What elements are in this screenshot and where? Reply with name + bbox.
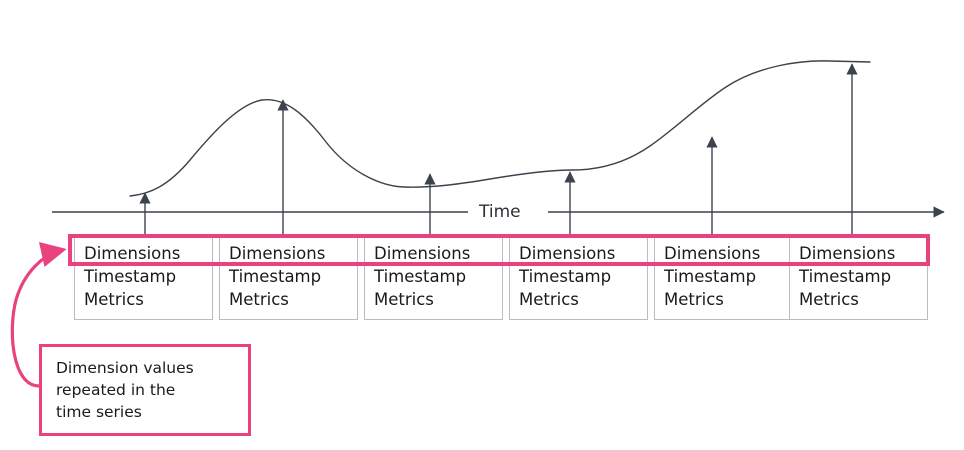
callout-line: Dimension values: [56, 359, 194, 377]
record-timestamp-label: Timestamp: [799, 267, 892, 286]
record-dimensions-label: Dimensions: [519, 244, 616, 263]
callout-leader-arrow: [10, 242, 67, 388]
record-dimensions-label: Dimensions: [799, 244, 896, 263]
record-box[interactable]: Dimensions Timestamp Metrics: [364, 236, 503, 320]
record-box[interactable]: Dimensions Timestamp Metrics: [509, 236, 648, 320]
record-dimensions-label: Dimensions: [84, 244, 181, 263]
record-metrics-label: Metrics: [799, 290, 859, 309]
record-timestamp-label: Timestamp: [84, 267, 177, 286]
metric-time-series-curve: [129, 60, 871, 197]
record-timestamp-label: Timestamp: [519, 267, 612, 286]
record-metrics-label: Metrics: [374, 290, 434, 309]
record-box[interactable]: Dimensions Timestamp Metrics: [654, 236, 793, 320]
record-metrics-label: Metrics: [664, 290, 724, 309]
record-metrics-label: Metrics: [519, 290, 579, 309]
record-box[interactable]: Dimensions Timestamp Metrics: [74, 236, 213, 320]
record-box[interactable]: Dimensions Timestamp Metrics: [789, 236, 928, 320]
record-metrics-label: Metrics: [229, 290, 289, 309]
record-timestamp-label: Timestamp: [229, 267, 322, 286]
record-timestamp-label: Timestamp: [374, 267, 467, 286]
time-axis-label: Time: [470, 201, 530, 223]
callout-line: time series: [56, 403, 142, 421]
callout-line: repeated in the: [56, 381, 176, 399]
record-metrics-label: Metrics: [84, 290, 144, 309]
record-dimensions-label: Dimensions: [664, 244, 761, 263]
record-dimensions-label: Dimensions: [374, 244, 471, 263]
callout-note: Dimension values repeated in the time se…: [39, 344, 251, 436]
record-dimensions-label: Dimensions: [229, 244, 326, 263]
record-box[interactable]: Dimensions Timestamp Metrics: [219, 236, 358, 320]
record-timestamp-label: Timestamp: [664, 267, 757, 286]
